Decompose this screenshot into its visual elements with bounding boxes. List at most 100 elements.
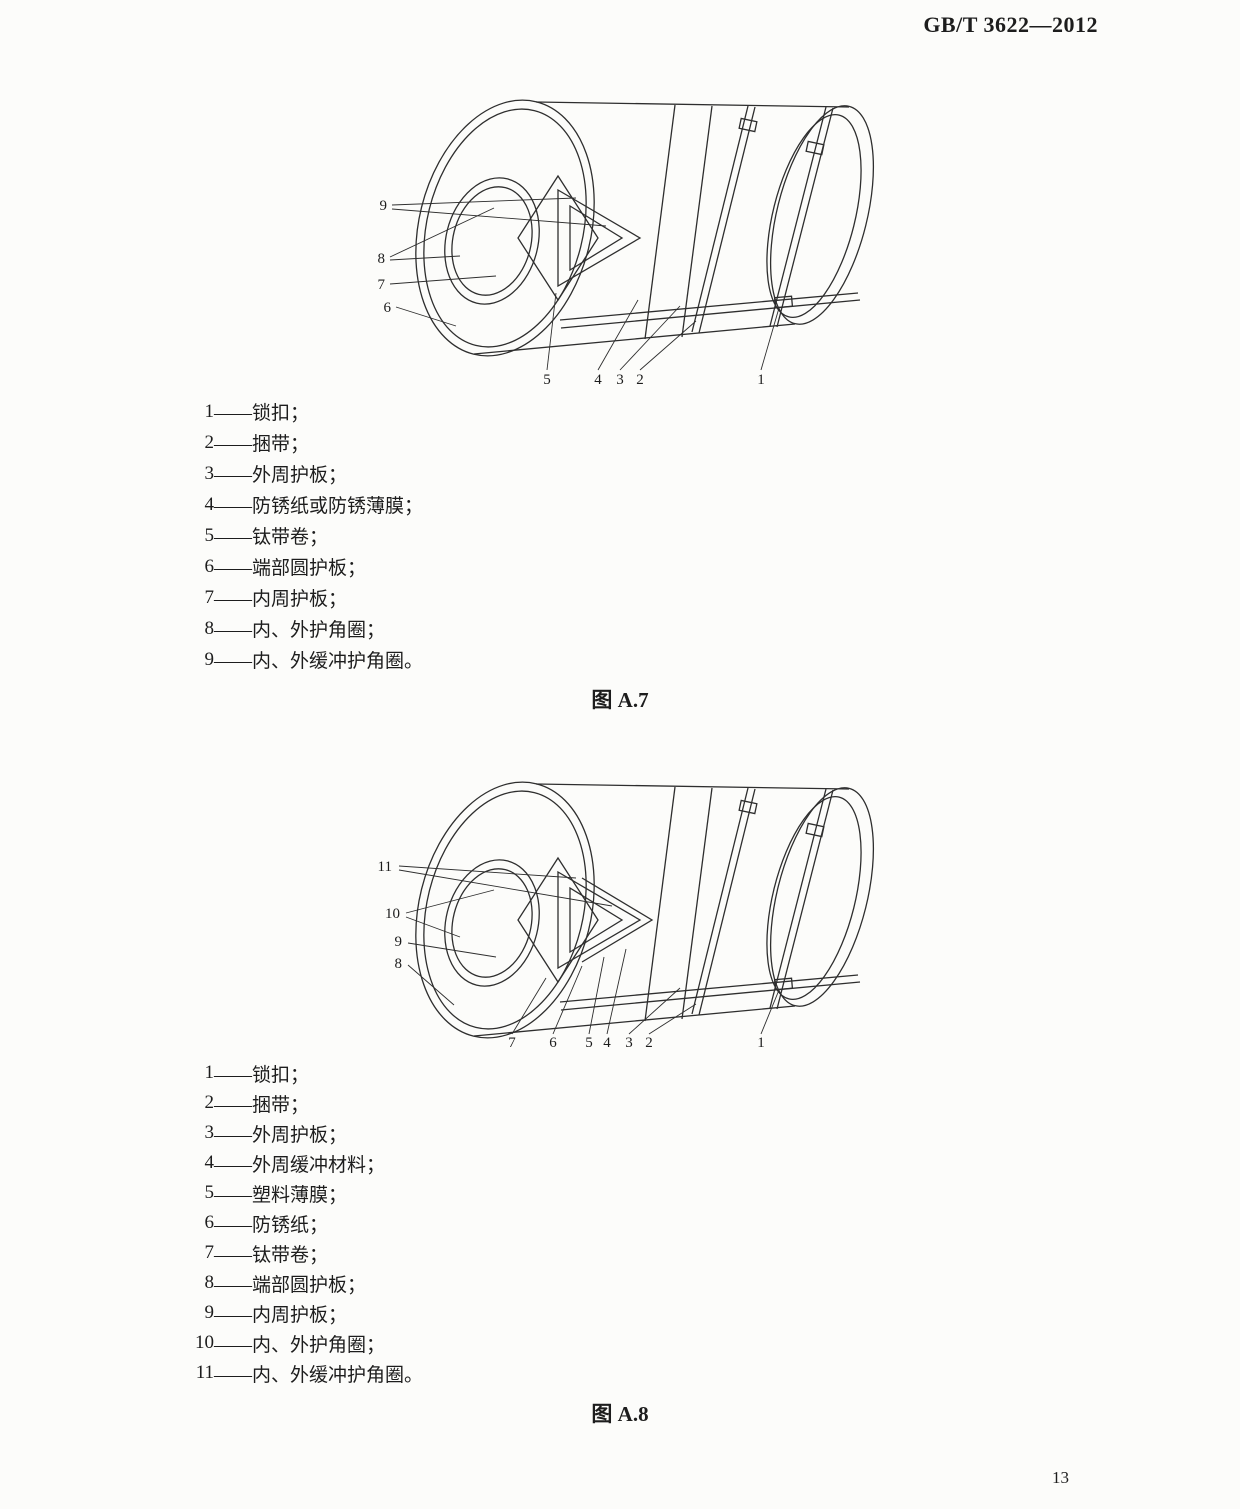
legend-text: ——端部圆护板； <box>214 1274 367 1296</box>
legend-item: 11——内、外缓冲护角圈。 <box>176 1358 423 1388</box>
corner-protector-arrow <box>517 174 642 302</box>
figure-a7-diagram: 9 8 7 6 5 4 3 2 1 <box>378 99 875 388</box>
figure-a7-caption: 图 A.7 <box>591 688 649 712</box>
legend-text: ——内周护板； <box>214 589 348 610</box>
legend-item: 2——捆带； <box>176 1088 423 1118</box>
legend-text: ——内、外缓冲护角圈。 <box>214 1364 424 1386</box>
legend-text: ——外周护板； <box>214 1124 348 1146</box>
legend-number: 5 <box>204 524 215 546</box>
legend-item: 6——防锈纸； <box>176 1208 423 1238</box>
legend-item: 3——外周护板； <box>176 458 423 489</box>
callout-1: 1 <box>757 1035 765 1051</box>
legend-number: 2 <box>204 1092 215 1113</box>
legend-number: 9 <box>204 1302 215 1323</box>
legend-text: ——捆带； <box>214 434 310 455</box>
callout-6: 6 <box>384 300 392 316</box>
legend-number: 1 <box>204 1062 215 1083</box>
callout-6: 6 <box>549 1035 557 1051</box>
callout-numbers: 11 10 9 8 7 6 5 4 3 2 1 <box>378 859 765 1051</box>
coil-body <box>473 783 875 1037</box>
legend-item: 6——端部圆护板； <box>176 551 423 582</box>
leader-lines <box>398 865 780 1035</box>
legend-text: ——塑料薄膜； <box>214 1184 348 1206</box>
legend-item: 10——内、外护角圈； <box>176 1328 423 1358</box>
legend-text: ——内周护板； <box>214 1304 348 1326</box>
leader-lines <box>389 197 780 371</box>
legend-item: 4——防锈纸或防锈薄膜； <box>176 489 424 520</box>
legend-text: ——端部圆护板； <box>214 558 367 579</box>
legend-number: 1 <box>204 400 215 422</box>
buckles <box>738 799 825 991</box>
legend-text: ——捆带； <box>214 1094 310 1116</box>
legend-item: 5——钛带卷； <box>176 520 423 551</box>
figure-a8-caption: 图 A.8 <box>591 1402 649 1426</box>
callout-9: 9 <box>380 198 388 214</box>
legend-number: 7 <box>204 1242 215 1263</box>
legend-number: 2 <box>204 431 215 453</box>
legend-text: ——防锈纸； <box>214 1214 329 1236</box>
callout-1: 1 <box>757 372 765 388</box>
callout-11: 11 <box>378 859 392 875</box>
legend-number: 10 <box>195 1332 214 1353</box>
legend-number: 5 <box>204 1182 215 1203</box>
legend-number: 4 <box>204 1152 215 1173</box>
legend-text: ——钛带卷； <box>214 527 329 548</box>
figure-a7-legend: 1——锁扣； 2——捆带； 3——外周护板； 4——防锈纸或防锈薄膜； 5——钛… <box>176 396 424 675</box>
callout-9: 9 <box>395 934 403 950</box>
callout-7: 7 <box>508 1035 516 1051</box>
corner-protector-arrow <box>517 856 654 984</box>
legend-number: 11 <box>195 1362 214 1383</box>
callout-2: 2 <box>636 372 644 388</box>
legend-text: ——锁扣； <box>214 1064 310 1086</box>
legend-item: 1——锁扣； <box>176 396 423 427</box>
legend-text: ——锁扣； <box>214 403 310 424</box>
callout-3: 3 <box>616 372 624 388</box>
callout-7: 7 <box>378 277 386 293</box>
callout-4: 4 <box>603 1035 611 1051</box>
figure-a8-diagram: 11 10 9 8 7 6 5 4 3 2 1 <box>378 781 875 1051</box>
legend-item: 1——锁扣； <box>176 1058 423 1088</box>
legend-text: ——外周缓冲材料； <box>214 1154 386 1176</box>
legend-number: 3 <box>204 462 215 484</box>
callout-3: 3 <box>625 1035 633 1051</box>
callout-4: 4 <box>594 372 602 388</box>
legend-number: 9 <box>204 648 215 670</box>
legend-number: 6 <box>204 1212 215 1233</box>
callout-10: 10 <box>385 906 400 922</box>
straps <box>559 787 861 1016</box>
figure-a8-legend: 1——锁扣； 2——捆带； 3——外周护板； 4——外周缓冲材料； 5——塑料薄… <box>176 1058 423 1388</box>
coil-end-face <box>415 781 595 1039</box>
callout-5: 5 <box>585 1035 593 1051</box>
legend-item: 2——捆带； <box>176 427 423 458</box>
legend-number: 4 <box>204 493 215 515</box>
legend-text: ——外周护板； <box>214 465 348 486</box>
legend-number: 6 <box>204 555 215 577</box>
legend-item: 4——外周缓冲材料； <box>176 1148 423 1178</box>
legend-number: 3 <box>204 1122 215 1143</box>
coil-end-face <box>415 99 595 357</box>
legend-item: 8——内、外护角圈； <box>176 613 423 644</box>
callout-5: 5 <box>543 372 551 388</box>
legend-number: 8 <box>204 1272 215 1293</box>
legend-item: 9——内周护板； <box>176 1298 423 1328</box>
legend-item: 7——内周护板； <box>176 582 423 613</box>
legend-number: 7 <box>204 586 215 608</box>
coil-body <box>473 101 875 355</box>
legend-text: ——内、外护角圈； <box>214 620 386 641</box>
legend-item: 5——塑料薄膜； <box>176 1178 423 1208</box>
legend-text: ——防锈纸或防锈薄膜； <box>214 496 424 517</box>
document-number: GB/T 3622—2012 <box>923 12 1098 37</box>
straps <box>559 105 861 334</box>
legend-item: 9——内、外缓冲护角圈。 <box>176 644 424 675</box>
legend-text: ——内、外护角圈； <box>214 1334 386 1356</box>
callout-2: 2 <box>645 1035 653 1051</box>
legend-number: 8 <box>204 617 215 639</box>
legend-item: 7——钛带卷； <box>176 1238 423 1268</box>
legend-item: 8——端部圆护板； <box>176 1268 423 1298</box>
buckles <box>738 117 825 309</box>
page-number: 13 <box>1052 1468 1069 1487</box>
legend-text: ——钛带卷； <box>214 1244 329 1266</box>
callout-8: 8 <box>395 956 403 972</box>
callout-8: 8 <box>378 251 386 267</box>
